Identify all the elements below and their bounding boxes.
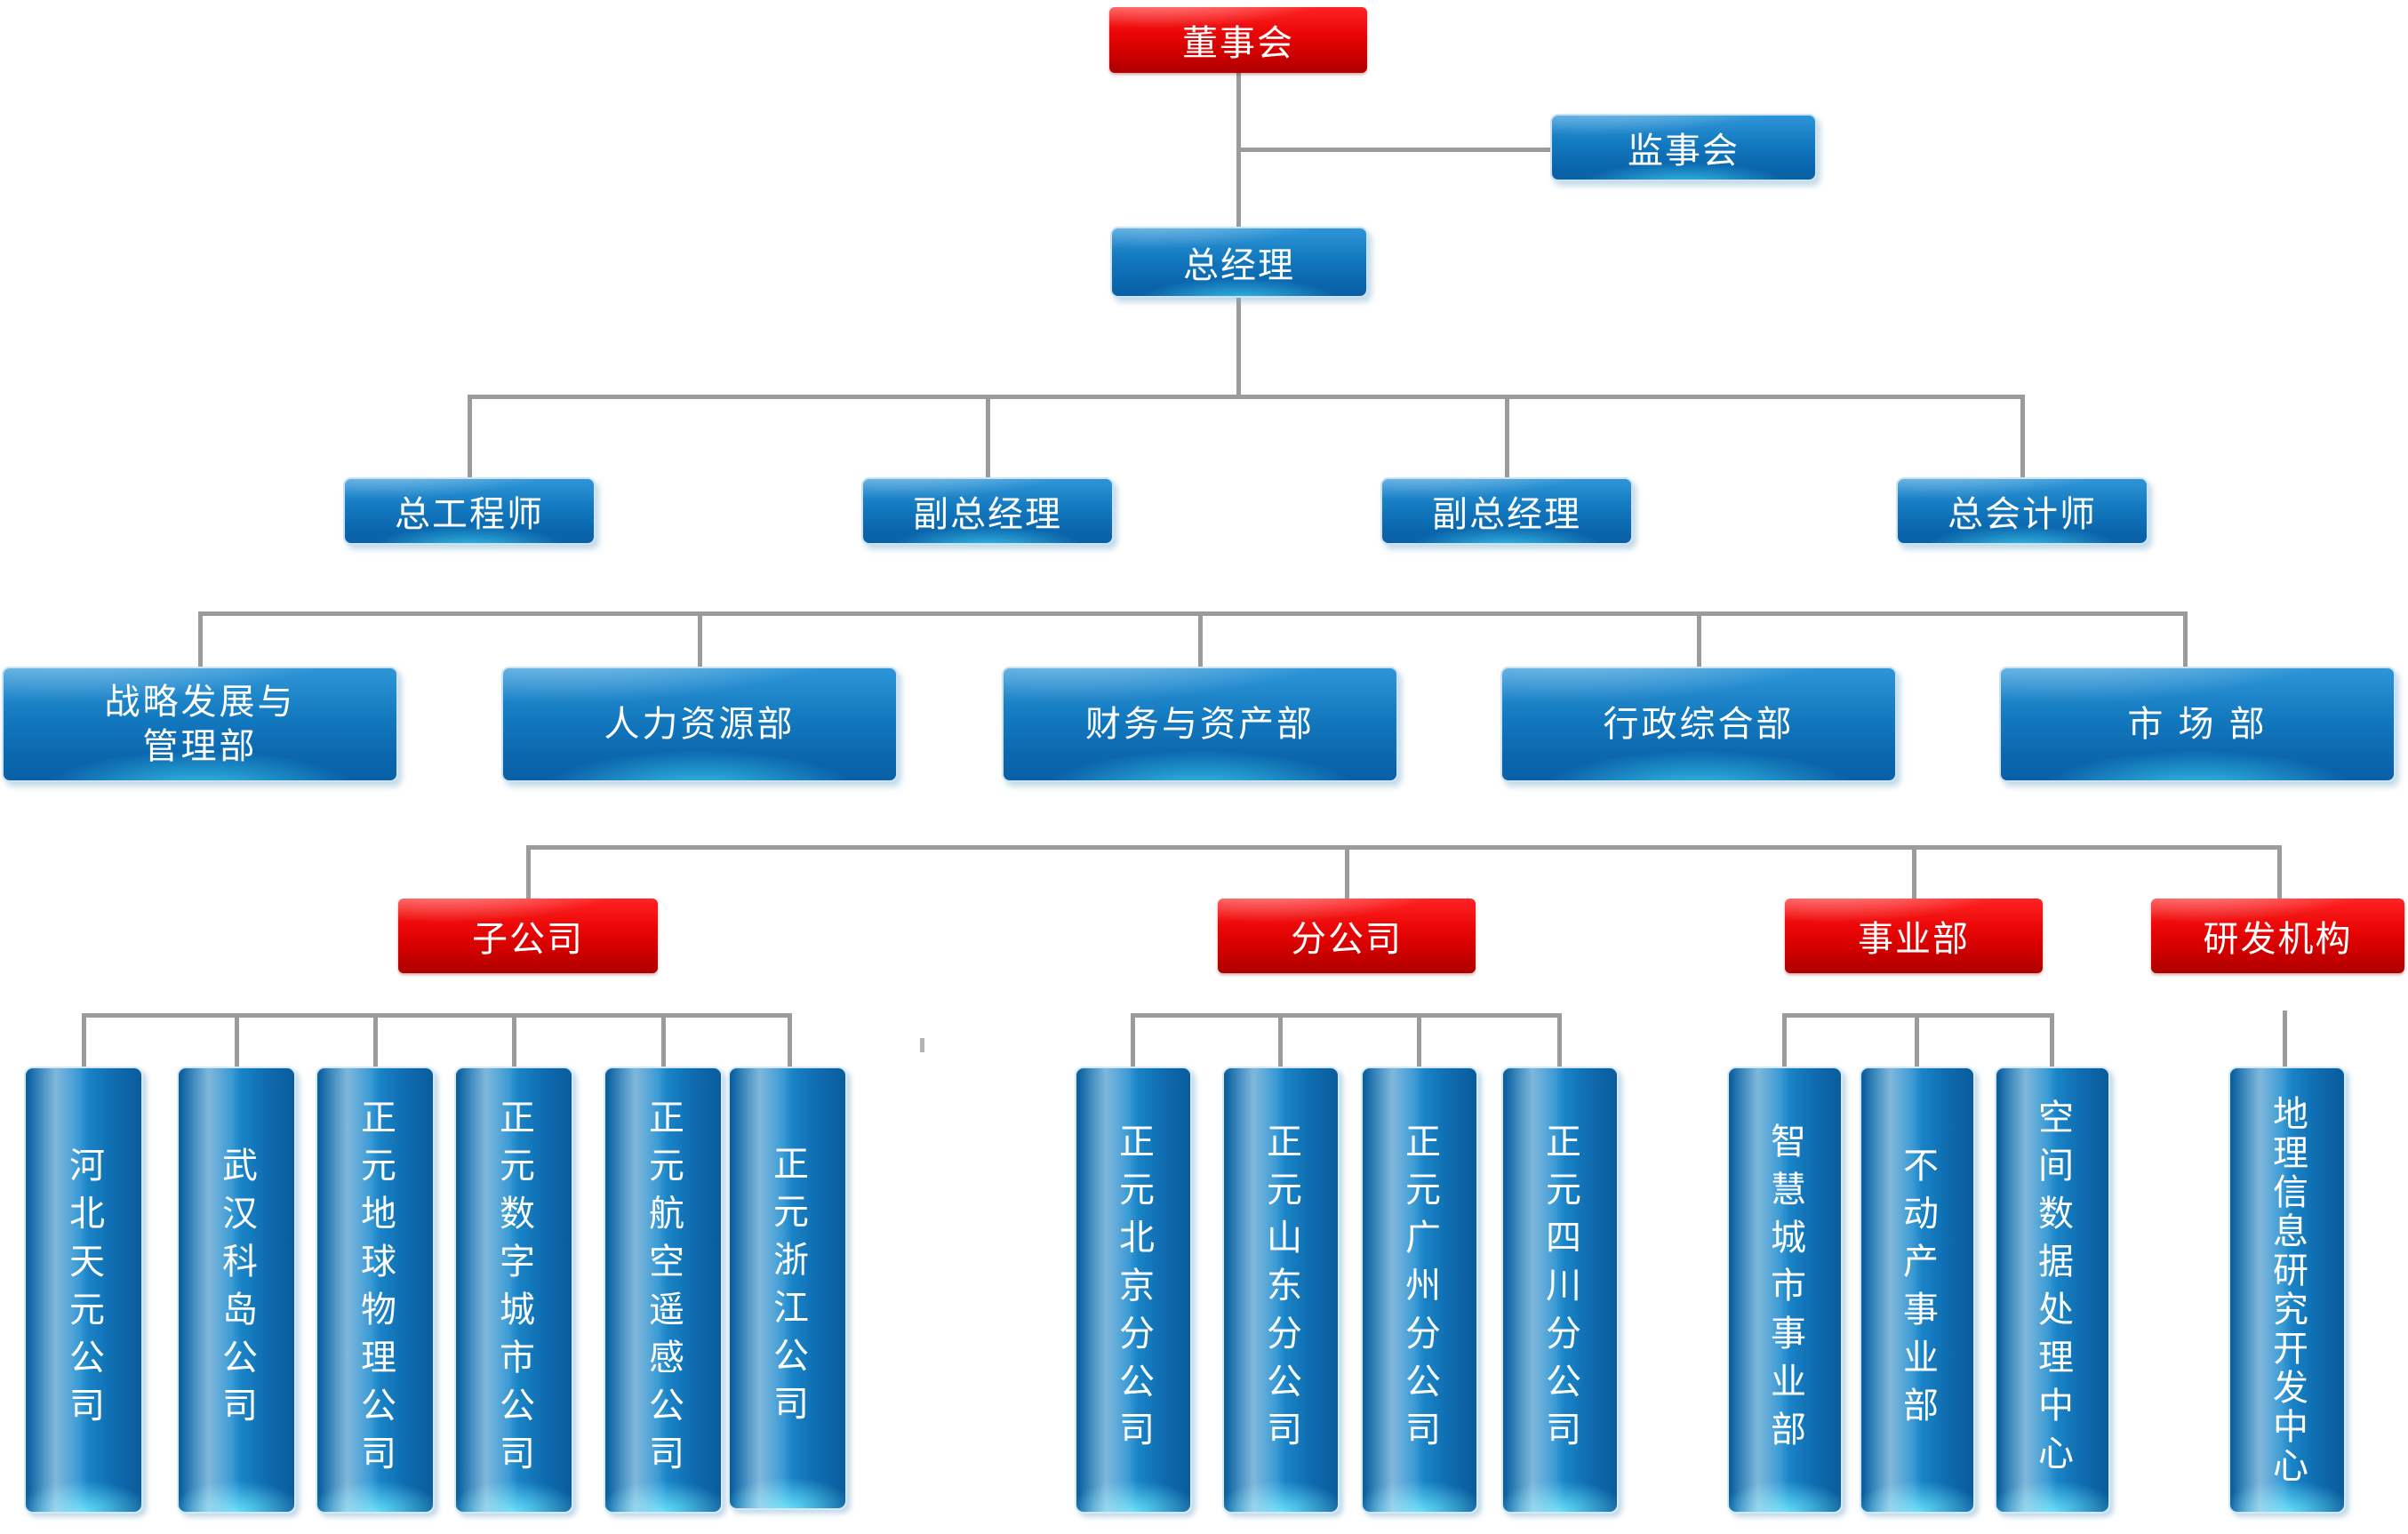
connector-drop-subsidiary-4 — [512, 1013, 516, 1067]
connector-drop-division-1 — [1782, 1013, 1787, 1067]
node-subsidiary-2-label: 武汉科岛公司 — [217, 1146, 256, 1434]
node-deputy-gm-2: 副总经理 — [1380, 477, 1633, 545]
node-board-label: 董事会 — [1182, 24, 1294, 63]
connector-subsidiary-bus — [84, 1013, 792, 1018]
node-group-rnd-label: 研发机构 — [2203, 920, 2353, 959]
connector-drop-subsidiary-3 — [373, 1013, 378, 1067]
node-branch-1-label: 正元北京分公司 — [1114, 1122, 1153, 1458]
node-group-branches-label: 分公司 — [1291, 920, 1403, 959]
node-dept-hr: 人力资源部 — [501, 667, 898, 782]
connector-drop-divisions — [1912, 845, 1916, 899]
node-group-branches: 分公司 — [1218, 899, 1476, 973]
node-deputy-gm-1: 副总经理 — [861, 477, 1114, 545]
node-subsidiary-hebei-tianyuan: 河北天元公司 — [24, 1067, 143, 1514]
node-subsidiary-1-label: 河北天元公司 — [64, 1146, 103, 1434]
node-branch-2-label: 正元山东分公司 — [1261, 1122, 1300, 1458]
node-general-manager: 总经理 — [1110, 227, 1368, 298]
connector-branch-bus — [1132, 1013, 1562, 1018]
node-dept-finance-assets: 财务与资产部 — [1002, 667, 1398, 782]
node-branch-3-label: 正元广州分公司 — [1400, 1122, 1439, 1458]
node-subsidiary-5-label: 正元航空遥感公司 — [644, 1098, 683, 1482]
node-gm-label: 总经理 — [1183, 246, 1295, 285]
connector-drop-branches — [1345, 845, 1349, 899]
connector-drop-subsidiary-6 — [788, 1013, 792, 1067]
node-group-rnd: 研发机构 — [2151, 899, 2404, 973]
node-subsidiary-3-label: 正元地球物理公司 — [356, 1098, 395, 1482]
connector-division-bus — [1784, 1013, 2054, 1018]
node-board: 董事会 — [1109, 7, 1367, 73]
connector-drop-division-3 — [2050, 1013, 2054, 1067]
connector-drop-division-2 — [1915, 1013, 1919, 1067]
connector-drop-branch-2 — [1278, 1013, 1283, 1067]
node-branch-beijing: 正元北京分公司 — [1075, 1067, 1192, 1514]
node-chief-accountant-label: 总会计师 — [1948, 495, 2097, 534]
node-group-subsidiaries-label: 子公司 — [472, 920, 584, 959]
node-division-3-label: 空间数据处理中心 — [2033, 1098, 2072, 1482]
connector-drop-branch-3 — [1417, 1013, 1421, 1067]
stray-mark — [920, 1038, 924, 1052]
connector-drop-subsidiaries — [526, 845, 531, 899]
connector-drop-branch-4 — [1557, 1013, 1562, 1067]
connector-drop-chief-accountant — [2020, 395, 2025, 477]
node-division-2-label: 不动产事业部 — [1898, 1146, 1937, 1434]
node-chief-engineer: 总工程师 — [343, 477, 596, 545]
node-division-real-estate: 不动产事业部 — [1860, 1067, 1975, 1514]
node-dept-strategy-line1: 战略发展与 — [104, 683, 296, 722]
node-deputy-gm-2-label: 副总经理 — [1432, 495, 1581, 534]
node-division-spatial-data: 空间数据处理中心 — [1995, 1067, 2110, 1514]
node-subsidiary-wuhan-kedao: 武汉科岛公司 — [177, 1067, 296, 1514]
connector-gm-stem — [1236, 298, 1241, 395]
node-branch-guangzhou: 正元广州分公司 — [1361, 1067, 1478, 1514]
node-chief-accountant: 总会计师 — [1896, 477, 2148, 545]
node-rnd-geoinfo-center: 地理信息研究开发中心 — [2228, 1067, 2346, 1514]
node-subsidiary-zhengyuan-digital-city: 正元数字城市公司 — [454, 1067, 573, 1514]
node-dept-strategy-line2: 管理部 — [142, 727, 258, 766]
connector-drop-dept-5 — [2183, 611, 2188, 667]
connector-drop-dept-1 — [198, 611, 203, 667]
connector-drop-dept-2 — [698, 611, 702, 667]
node-subsidiary-6-label: 正元浙江公司 — [768, 1144, 807, 1433]
node-group-subsidiaries: 子公司 — [398, 899, 658, 973]
node-subsidiary-zhengyuan-aerial-rs: 正元航空遥感公司 — [604, 1067, 723, 1514]
node-division-smart-city: 智慧城市事业部 — [1727, 1067, 1843, 1514]
node-branch-4-label: 正元四川分公司 — [1540, 1122, 1580, 1458]
connector-drop-deputy-gm-2 — [1505, 395, 1509, 477]
connector-group-bus — [526, 845, 2282, 850]
connector-department-bus — [198, 611, 2188, 616]
connector-drop-subsidiary-1 — [82, 1013, 86, 1067]
node-subsidiary-4-label: 正元数字城市公司 — [494, 1098, 533, 1482]
node-rnd-center-label: 地理信息研究开发中心 — [2268, 1094, 2307, 1486]
connector-drop-dept-4 — [1697, 611, 1701, 667]
node-dept-admin: 行政综合部 — [1500, 667, 1897, 782]
node-dept-marketing: 市 场 部 — [1999, 667, 2396, 782]
node-branch-sichuan: 正元四川分公司 — [1501, 1067, 1619, 1514]
node-supervisory-label: 监事会 — [1628, 132, 1740, 171]
node-supervisory-board: 监事会 — [1550, 114, 1817, 181]
node-group-divisions: 事业部 — [1785, 899, 2043, 973]
connector-drop-subsidiary-5 — [661, 1013, 666, 1067]
node-subsidiary-zhengyuan-zhejiang: 正元浙江公司 — [728, 1067, 847, 1510]
node-group-divisions-label: 事业部 — [1858, 920, 1970, 959]
connector-executive-bus — [468, 395, 2025, 399]
connector-drop-chief-engineer — [468, 395, 472, 477]
node-branch-shandong: 正元山东分公司 — [1222, 1067, 1340, 1514]
connector-drop-subsidiary-2 — [235, 1013, 239, 1067]
connector-supervisory-branch — [1238, 148, 1550, 152]
node-subsidiary-zhengyuan-geophysics: 正元地球物理公司 — [316, 1067, 435, 1514]
node-dept-marketing-label: 市 场 部 — [2127, 705, 2268, 744]
connector-drop-deputy-gm-1 — [986, 395, 990, 477]
connector-drop-branch-1 — [1131, 1013, 1135, 1067]
connector-drop-dept-3 — [1198, 611, 1203, 667]
node-dept-strategy: 战略发展与 管理部 — [2, 667, 398, 782]
connector-drop-rnd — [2277, 845, 2282, 899]
node-division-1-label: 智慧城市事业部 — [1765, 1122, 1804, 1458]
node-chief-engineer-label: 总工程师 — [395, 495, 544, 534]
connector-rnd-center — [2283, 1011, 2287, 1067]
node-dept-finance-label: 财务与资产部 — [1085, 705, 1315, 744]
node-dept-admin-label: 行政综合部 — [1603, 705, 1795, 744]
node-deputy-gm-1-label: 副总经理 — [913, 495, 1062, 534]
node-dept-hr-label: 人力资源部 — [604, 705, 796, 744]
